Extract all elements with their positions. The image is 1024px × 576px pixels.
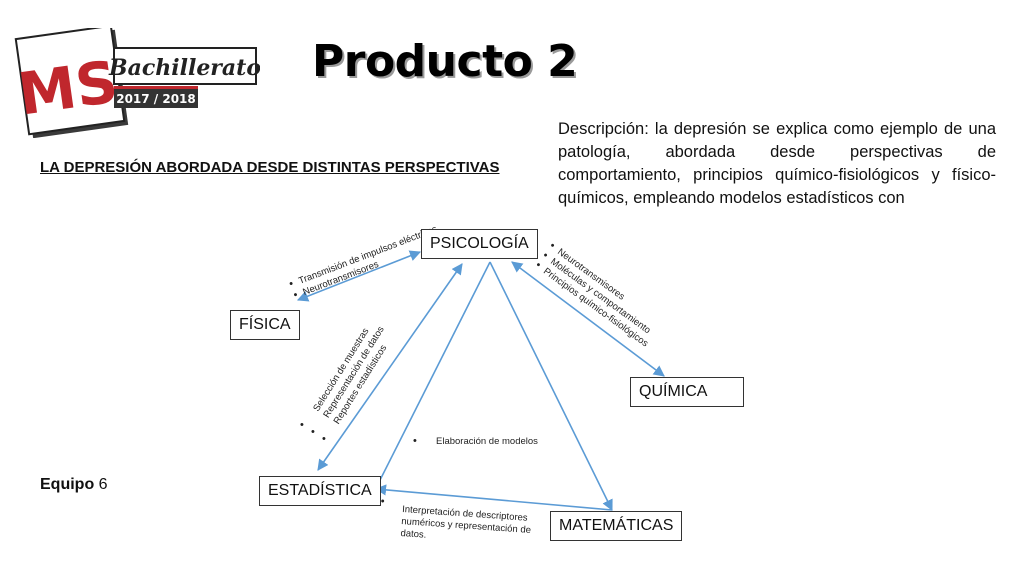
node-psicologia: PSICOLOGÍA [421, 229, 538, 259]
svg-text:•: • [292, 289, 300, 302]
team-label: Equipo 6 [40, 476, 108, 494]
node-matematicas: MATEMÁTICAS [550, 511, 683, 541]
svg-text:•: • [540, 250, 550, 262]
team-key: Equipo [40, 476, 95, 493]
node-quimica: QUÍMICA [630, 377, 744, 407]
edge-label-matematicas-estadistica-3: datos. [400, 528, 427, 541]
logo-years: 2017 / 2018 [116, 92, 196, 106]
svg-text:•: • [322, 433, 326, 445]
page-title: Producto 2 [312, 36, 578, 87]
svg-text:•: • [413, 435, 417, 447]
bachillerato-logo: MS Bachillerato 2017 / 2018 [14, 28, 260, 138]
svg-text:•: • [300, 419, 304, 431]
node-fisica: FÍSICA [230, 310, 300, 340]
edge-label-psicologia-quimica-2: Moléculas y comportamiento [548, 256, 652, 336]
node-estadistica: ESTADÍSTICA [259, 476, 381, 506]
description-text: Descripción: la depresión se explica com… [558, 120, 996, 207]
arrow-matematicas-psicologia-right [489, 261, 613, 512]
svg-text:•: • [287, 278, 295, 291]
diagram-subtitle: LA DEPRESIÓN ABORDADA DESDE DISTINTAS PE… [40, 159, 500, 176]
svg-text:•: • [380, 496, 385, 508]
team-number: 6 [98, 476, 108, 493]
logo-word: Bachillerato [108, 55, 260, 81]
logo-mark: MS [14, 47, 122, 128]
svg-text:•: • [311, 426, 315, 438]
svg-text:•: • [547, 240, 557, 252]
arrow-psicologia-quimica [511, 261, 665, 377]
arrow-matematicas-psicologia-left [374, 261, 491, 491]
svg-text:•: • [533, 259, 543, 271]
arrow-estadistica-psicologia [317, 263, 463, 471]
edge-label-fisica-psicologia-1: Transmisión de impulsos eléctricos [297, 224, 439, 287]
arrow-matematicas-estadistica [374, 484, 613, 511]
edge-label-matematicas-psicologia-1: Elaboración de modelos [436, 436, 538, 447]
